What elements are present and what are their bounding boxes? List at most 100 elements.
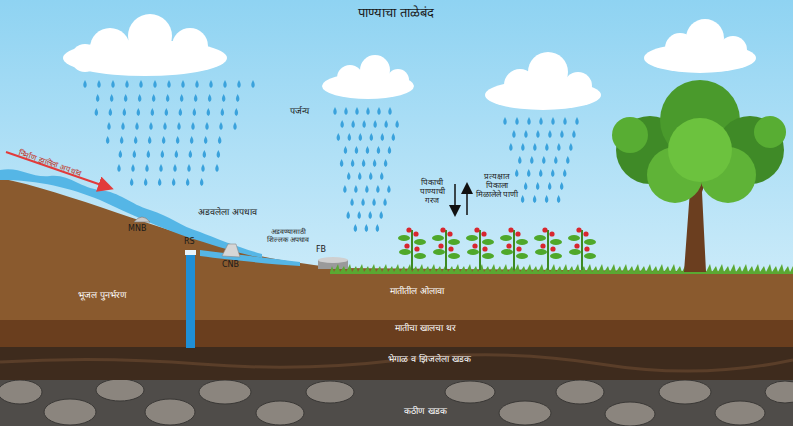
recharge-label: भूजल पुनर्भरण — [78, 290, 127, 300]
rain-drop — [233, 122, 237, 130]
rain-drop — [347, 172, 351, 180]
farm-bund-top — [318, 257, 348, 263]
rain-drop — [548, 182, 552, 190]
clouds — [63, 14, 756, 110]
rain-drop — [135, 122, 139, 130]
rain-drop — [557, 143, 561, 151]
rain-drop — [139, 80, 143, 88]
structure-label: RS — [184, 237, 195, 246]
rain-drop — [158, 178, 162, 186]
rain-drop — [162, 136, 166, 144]
rain-drop — [161, 150, 165, 158]
rain-drop — [221, 108, 225, 116]
recharge-shaft — [186, 252, 195, 348]
structure-label: CNB — [222, 260, 239, 269]
crop-leaf — [482, 239, 494, 245]
rain-drop — [384, 120, 388, 128]
rain-drop — [124, 94, 128, 102]
rain-drop — [152, 94, 156, 102]
rain-drop — [344, 107, 348, 115]
rain-drop — [373, 159, 377, 167]
diagram-title: पाण्याचा ताळेबंद — [358, 6, 434, 21]
runoff-water — [0, 169, 262, 258]
crop-leaf — [466, 235, 478, 241]
rain-drop — [560, 130, 564, 138]
rain-drop — [383, 198, 387, 206]
rain-drop — [542, 156, 546, 164]
crop-flower — [506, 243, 511, 248]
need-arrow — [454, 184, 456, 214]
mnb-structure — [134, 217, 150, 222]
rain-drop — [362, 159, 366, 167]
rain-drop — [351, 120, 355, 128]
rain-drop — [208, 94, 212, 102]
crop-leaf — [399, 249, 411, 255]
crop-leaf — [568, 235, 580, 241]
runoff-label: निर्माण झालेला अपधाव — [17, 148, 82, 178]
rain-drop — [217, 150, 221, 158]
rain-drop — [545, 143, 549, 151]
rain-drop — [204, 136, 208, 144]
rain-drop — [377, 146, 381, 154]
crop-leaf — [500, 235, 512, 241]
rain-drop — [572, 130, 576, 138]
rain-drop — [536, 130, 540, 138]
rain-drop — [97, 80, 101, 88]
rain-drop — [215, 164, 219, 172]
ground-layer-band: भेगाळ व झिजलेला खडक — [0, 345, 793, 378]
rain-drops — [83, 80, 579, 232]
rain-drop — [203, 150, 207, 158]
rain-drop — [218, 136, 222, 144]
rain-drop — [354, 185, 358, 193]
rain-drop — [566, 156, 570, 164]
rain-drop — [130, 178, 134, 186]
crop-leaf — [550, 253, 562, 259]
crop-flower — [516, 246, 521, 251]
rain-drop — [205, 122, 209, 130]
crop-leaf — [516, 239, 528, 245]
rain-drop — [524, 130, 528, 138]
rain-drop — [333, 107, 337, 115]
rain-drop — [95, 108, 99, 116]
crops — [398, 227, 596, 270]
rain-drop — [209, 80, 213, 88]
rain-drop — [121, 122, 125, 130]
rain-drop — [163, 122, 167, 130]
rain-drop — [387, 185, 391, 193]
rain-drop — [186, 178, 190, 186]
crop-leaf — [482, 253, 494, 259]
rain-drop — [533, 195, 537, 203]
rain-drop — [119, 150, 123, 158]
crop-leaf — [584, 239, 596, 245]
rain-drop — [177, 122, 181, 130]
rain-drop — [106, 136, 110, 144]
rain-drop — [355, 107, 359, 115]
crop-flower — [481, 231, 486, 236]
rain-drop — [137, 108, 141, 116]
structure-label: MNB — [128, 224, 146, 233]
crop-leaf — [534, 235, 546, 241]
rain-drop — [575, 117, 579, 125]
crop-leaf — [398, 235, 410, 241]
weathered-rock — [0, 345, 793, 380]
crop-leaf — [550, 239, 562, 245]
rain-drop — [503, 117, 507, 125]
rain-drop — [533, 143, 537, 151]
rain-drop — [200, 178, 204, 186]
recharge-shaft-cap — [185, 250, 196, 255]
rain-drop — [361, 198, 365, 206]
rain-drop — [524, 182, 528, 190]
rain-drop — [194, 94, 198, 102]
crop-flower — [472, 243, 477, 248]
crop-received-label: प्रत्यक्षात पिकाला मिळालेले पाणी — [474, 172, 520, 200]
rain-drop — [251, 80, 255, 88]
crop-flower — [550, 246, 555, 251]
rain-drop — [365, 224, 369, 232]
rain-drop — [153, 80, 157, 88]
rain-drop — [193, 108, 197, 116]
rain-drop — [117, 164, 121, 172]
grass — [330, 264, 793, 274]
crop-leaf — [433, 249, 445, 255]
rain-drop — [165, 108, 169, 116]
crop-leaf — [516, 253, 528, 259]
